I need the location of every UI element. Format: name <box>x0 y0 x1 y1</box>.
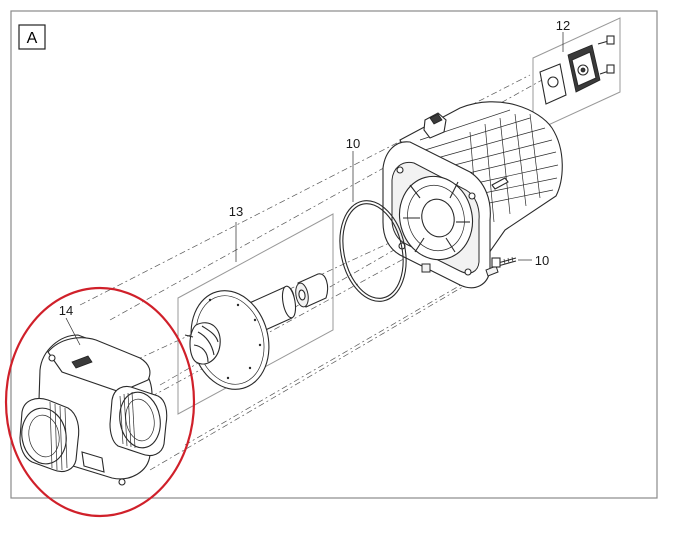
callout-label-10-screw: 10 <box>535 253 549 268</box>
pump-housing <box>19 334 168 486</box>
callout-10-screw: 10 <box>518 253 549 268</box>
callout-label-10-seal: 10 <box>346 136 360 151</box>
electronics-module <box>539 35 615 105</box>
electronics-group-frame <box>532 17 621 133</box>
callout-10-seal: 10 <box>346 136 360 202</box>
rotor-assembly <box>184 273 329 390</box>
diagram-frame <box>10 10 658 499</box>
panel-label: A <box>27 30 38 47</box>
highlight-circle <box>4 286 196 518</box>
callout-14: 14 <box>59 303 81 346</box>
callout-13: 13 <box>229 204 243 262</box>
callout-label-12: 12 <box>556 18 570 33</box>
rotor-group-frame <box>177 213 334 415</box>
callout-label-14: 14 <box>59 303 73 318</box>
motor-housing <box>382 101 563 289</box>
seal-ring <box>339 200 407 302</box>
callout-12: 12 <box>556 18 570 52</box>
callout-label-13: 13 <box>229 204 243 219</box>
panel-label-box: A <box>18 24 46 50</box>
screw <box>491 256 517 268</box>
